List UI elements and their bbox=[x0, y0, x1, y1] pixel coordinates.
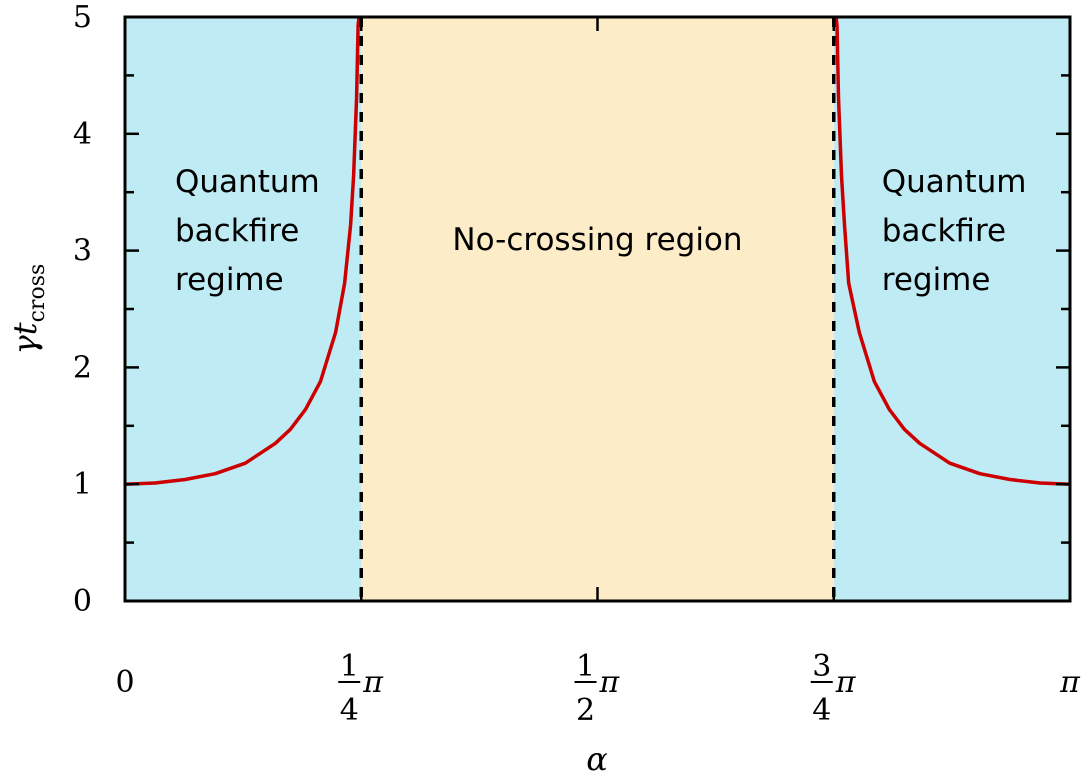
region-label-no-crossing-line-0: No-crossing region bbox=[452, 222, 742, 258]
plot-frame bbox=[123, 15, 1072, 603]
x-tick-label-3-denominator: 4 bbox=[812, 693, 831, 728]
y-axis-title-subscript: cross bbox=[25, 264, 50, 323]
y-tick-label-5: 5 bbox=[73, 0, 92, 35]
curves bbox=[124, 16, 1071, 486]
y-tick-label-3: 3 bbox=[73, 234, 92, 269]
x-tick-label-4: π bbox=[1059, 665, 1081, 700]
y-axis-title-main: γt bbox=[6, 322, 44, 354]
region-quantum-backfire-left bbox=[125, 17, 362, 601]
region-label-quantum-backfire-left-line-1: backfire bbox=[175, 213, 299, 249]
y-tick-label-4: 4 bbox=[73, 117, 92, 152]
y-tick-label-2: 2 bbox=[73, 350, 92, 385]
x-tick-label-1-denominator: 4 bbox=[340, 693, 359, 728]
region-quantum-backfire-right bbox=[833, 17, 1070, 601]
region-label-quantum-backfire-right-line-1: backfire bbox=[882, 213, 1006, 249]
x-tick-label-3-pi: π bbox=[835, 665, 857, 700]
y-axis-title: γtcross bbox=[6, 264, 50, 355]
y-tick-label-1: 1 bbox=[73, 467, 92, 502]
x-tick-label-2-pi: π bbox=[599, 665, 621, 700]
y-tick-label-0: 0 bbox=[73, 584, 92, 619]
series-line-gamma-t-cross-segment-1 bbox=[834, 16, 1071, 486]
x-tick-label-0: 0 bbox=[115, 665, 134, 700]
region-label-quantum-backfire-left-line-0: Quantum bbox=[175, 164, 320, 200]
x-tick-label-2-numerator: 1 bbox=[576, 649, 595, 684]
region-label-quantum-backfire-left-line-2: regime bbox=[175, 262, 284, 298]
x-tick-label-3-numerator: 3 bbox=[812, 649, 831, 684]
region-labels: Quantum backfire regime No-crossing region Q… bbox=[175, 164, 1026, 298]
regions bbox=[125, 17, 1070, 601]
series-line-gamma-t-cross-segment-0 bbox=[124, 16, 361, 486]
boundary-lines bbox=[359, 17, 836, 601]
x-tick-label-1-pi: π bbox=[362, 665, 384, 700]
region-label-quantum-backfire-right-line-2: regime bbox=[882, 262, 991, 298]
x-tick-label-1-numerator: 1 bbox=[340, 649, 359, 684]
x-axis-title: α bbox=[586, 740, 608, 775]
region-label-quantum-backfire-right-line-0: Quantum bbox=[882, 164, 1027, 200]
x-tick-label-2-denominator: 2 bbox=[576, 693, 595, 728]
region-no-crossing bbox=[361, 17, 834, 601]
